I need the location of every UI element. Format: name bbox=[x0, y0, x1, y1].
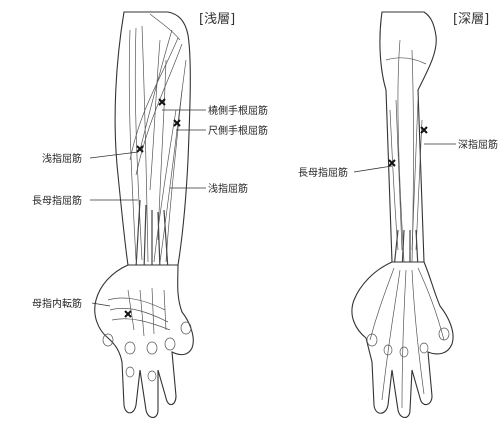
deep-forearm-illustration bbox=[351, 11, 456, 419]
deep-attachment-markers bbox=[388, 126, 428, 167]
superficial-forearm-illustration bbox=[89, 11, 206, 419]
label-fds-left: 浅指屈筋 bbox=[42, 152, 82, 165]
palm-fibers bbox=[107, 287, 171, 337]
label-flexor-carpi-radialis: 橈側手根屈筋 bbox=[208, 104, 268, 117]
superficial-leader-lines bbox=[89, 109, 206, 307]
superficial-muscle-fibers bbox=[128, 25, 187, 263]
superficial-hand-outline bbox=[94, 264, 194, 419]
label-fpl-deep: 長母指屈筋 bbox=[298, 166, 348, 179]
superficial-title: [浅層] bbox=[199, 12, 235, 27]
deep-forearm-outline bbox=[379, 11, 437, 263]
deep-title: [深層] bbox=[453, 12, 489, 27]
label-fpl-superficial: 長母指屈筋 bbox=[32, 194, 82, 207]
deep-muscle-fibers bbox=[389, 99, 423, 251]
label-fdp: 深指屈筋 bbox=[458, 138, 498, 151]
label-adductor-pollicis: 母指内転筋 bbox=[32, 297, 82, 310]
finger-joints bbox=[102, 321, 192, 382]
superficial-attachment-markers bbox=[124, 98, 181, 318]
deep-finger-tendons bbox=[369, 267, 445, 409]
label-fds-right: 浅指屈筋 bbox=[208, 182, 248, 195]
deep-finger-joints bbox=[366, 327, 450, 358]
deep-leader-lines bbox=[353, 143, 456, 173]
label-flexor-carpi-ulnaris: 尺側手根屈筋 bbox=[208, 124, 268, 137]
deep-hand-outline bbox=[351, 261, 454, 419]
superficial-tendons bbox=[135, 199, 169, 271]
